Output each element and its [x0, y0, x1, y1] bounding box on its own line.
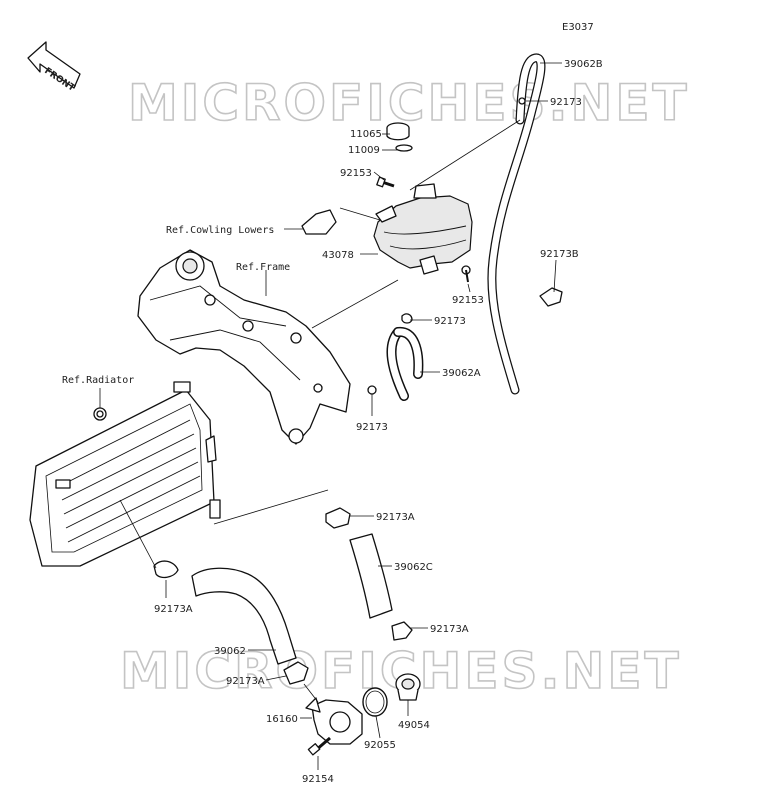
label-39062: 39062	[214, 646, 246, 657]
label-ref-cowling-lowers: Ref.Cowling Lowers	[166, 225, 274, 236]
cowling-bracket	[301, 209, 337, 235]
radiator-ref	[29, 381, 221, 567]
label-11009: 11009	[348, 145, 380, 156]
label-92173b: 92173B	[540, 249, 579, 260]
bolt-92153-top	[376, 176, 395, 188]
label-11065: 11065	[350, 129, 382, 140]
clamp-92173a-3	[153, 560, 179, 579]
label-49054: 49054	[398, 720, 430, 731]
label-43078: 43078	[322, 250, 354, 261]
clamp-92173b	[539, 287, 563, 307]
label-92173-top: 92173	[550, 97, 582, 108]
thermostat-49054	[395, 673, 421, 701]
bolt-92153-right	[461, 265, 471, 283]
overflow-hose-39062b	[487, 53, 546, 395]
label-39062b: 39062B	[564, 59, 603, 70]
label-ref-radiator: Ref.Radiator	[62, 375, 134, 386]
hose-39062a	[386, 326, 424, 401]
hose-39062c	[349, 533, 393, 619]
tank-cap-11065	[386, 122, 410, 141]
leader-lines	[99, 62, 562, 770]
front-arrow-icon: FRONT	[27, 41, 81, 94]
watermark-bottom: MICROFICHES.NET	[120, 642, 682, 700]
label-92173a-3: 92173A	[154, 604, 193, 615]
label-92153-top: 92153	[340, 168, 372, 179]
label-92173a-4: 92173A	[226, 676, 265, 687]
label-92154: 92154	[302, 774, 334, 785]
clip-92173-low-icon	[367, 385, 377, 395]
thermostat-housing-16160	[305, 697, 363, 745]
reservoir-tank-43078	[373, 183, 473, 275]
label-92173-low: 92173	[356, 422, 388, 433]
bolt-92154	[307, 736, 331, 756]
hose-39062	[191, 567, 297, 665]
o-ring-92055	[362, 687, 388, 717]
clamp-92173a-4	[283, 661, 309, 685]
label-92055: 92055	[364, 740, 396, 751]
label-92153-right: 92153	[452, 295, 484, 306]
clip-92173-top-icon	[518, 97, 526, 105]
clip-92173-mid-icon	[401, 313, 413, 324]
label-ref-frame: Ref.Frame	[236, 262, 290, 273]
watermark-top: MICROFICHES.NET	[128, 74, 690, 132]
clamp-92173a-1	[325, 507, 351, 529]
label-92173-mid: 92173	[434, 316, 466, 327]
label-16160: 16160	[266, 714, 298, 725]
frame-ref	[137, 249, 351, 445]
clamp-92173a-2	[391, 621, 413, 641]
diagram-code: E3037	[562, 22, 594, 33]
label-92173a-1: 92173A	[376, 512, 415, 523]
label-39062a: 39062A	[442, 368, 481, 379]
label-92173a-2: 92173A	[430, 624, 469, 635]
label-39062c: 39062C	[394, 562, 433, 573]
gasket-11009	[395, 144, 413, 152]
